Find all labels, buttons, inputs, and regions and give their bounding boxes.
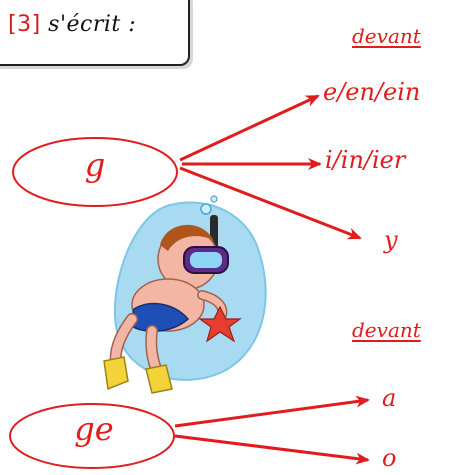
g-node-ellipse <box>12 137 178 207</box>
ending-ge-1: a <box>382 384 397 412</box>
arrow-g-to-e <box>179 94 320 162</box>
ending-g-1: e/en/ein <box>323 78 421 106</box>
arrow-g-to-y <box>179 166 362 240</box>
rule-statement: s'écrit : <box>48 12 137 37</box>
heading-ge-section: devant <box>352 318 421 342</box>
arrow-ge-to-o <box>174 434 370 465</box>
g-node-label: g <box>84 146 106 184</box>
arrow-ge-to-a <box>174 395 370 428</box>
scuba-diver-illustration <box>103 195 267 394</box>
ending-ge-2: o <box>382 444 397 472</box>
heading-g-section: devant <box>352 24 421 48</box>
ge-node-label: ge <box>74 410 114 448</box>
ending-g-2: i/in/ier <box>325 146 406 174</box>
rule-text-line: [3] s'écrit : <box>8 12 136 37</box>
rule-box: [3] s'écrit : <box>0 0 190 66</box>
ge-node-ellipse <box>9 403 175 469</box>
phoneme-symbol: [3] <box>8 12 41 37</box>
ending-g-3: y <box>384 226 398 254</box>
